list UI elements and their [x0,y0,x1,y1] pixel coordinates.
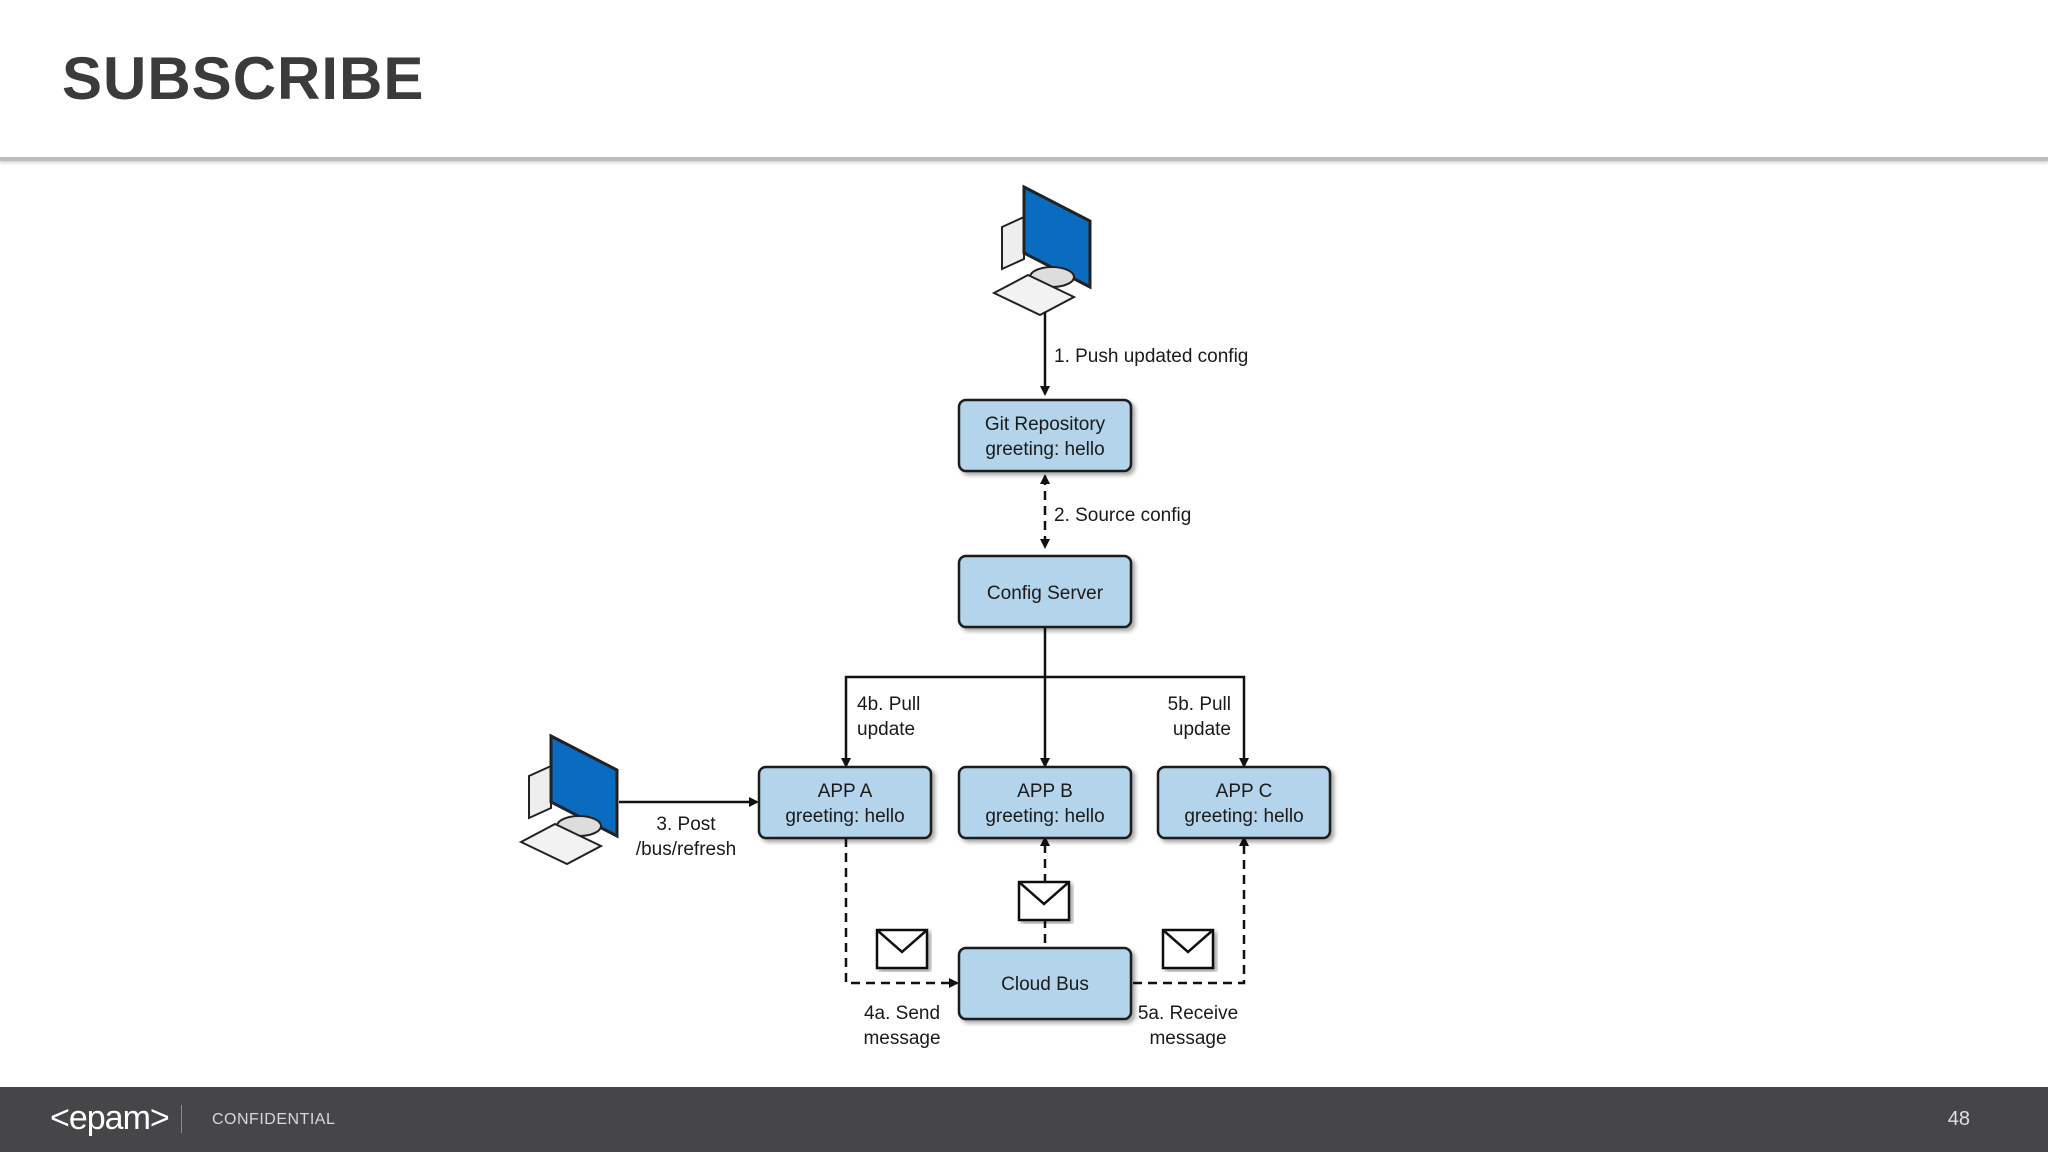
edge-pull-a [841,675,1045,768]
edge-3-label-2: /bus/refresh [636,839,736,860]
edge-4b-label-2: update [857,719,915,740]
admin-computer-icon [992,185,1092,317]
node-git-repository: Git Repository greeting: hello [957,398,1133,473]
edge-5b-label-1: 5b. Pull [1168,694,1231,715]
edge-pull-c [1045,675,1249,768]
node-label: APP A [818,781,873,802]
edge-4a-label-1: 4a. Send [864,1003,940,1024]
node-label: greeting: hello [785,806,904,827]
node-app-a: APP A greeting: hello [757,765,933,840]
envelope-icon [1163,930,1213,968]
confidential-label: CONFIDENTIAL [212,1111,336,1128]
page-number: 48 [1947,1108,1970,1130]
node-label: APP B [1017,781,1073,802]
client-computer-icon [519,734,619,866]
node-label: APP C [1216,781,1273,802]
footer-divider [181,1105,182,1133]
edge-5a-label-2: message [1149,1028,1226,1049]
edge-5a-label-1: 5a. Receive [1138,1003,1238,1024]
node-label: Config Server [987,583,1104,604]
node-config-server: Config Server [957,554,1133,629]
node-label: Git Repository [985,414,1106,435]
node-app-c: APP C greeting: hello [1156,765,1332,840]
footer: <epam> CONFIDENTIAL 48 [0,1087,2048,1152]
edge-source-label: 2. Source config [1054,505,1191,526]
edge-4a-label-2: message [863,1028,940,1049]
node-app-b: APP B greeting: hello [957,765,1133,840]
node-label: Cloud Bus [1001,974,1089,995]
header-divider [0,157,2048,161]
node-cloud-bus: Cloud Bus [957,946,1133,1021]
envelope-icon [877,930,927,968]
edge-receive-message [1133,836,1249,985]
edge-4b-label-1: 4b. Pull [857,694,920,715]
envelope-icon [1019,882,1069,920]
edge-3-label-1: 3. Post [656,814,716,835]
edge-push-label: 1. Push updated config [1054,346,1248,367]
edge-send-message [844,838,959,988]
node-label: greeting: hello [1184,806,1303,827]
node-label: greeting: hello [985,806,1104,827]
epam-logo: <epam> [50,1099,170,1137]
node-label: greeting: hello [985,439,1104,460]
edge-5b-label-2: update [1173,719,1231,740]
slide-title: SUBSCRIBE [62,45,425,112]
